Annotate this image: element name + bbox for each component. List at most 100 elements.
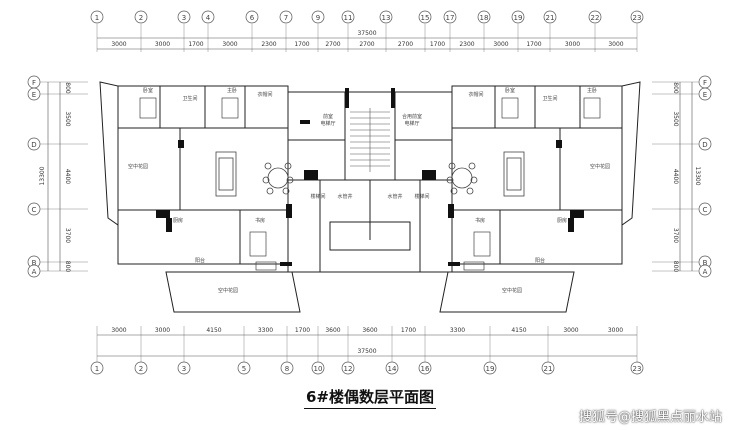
dimension-text: 1700 bbox=[294, 41, 309, 48]
room-label: 空中花园 bbox=[502, 287, 522, 294]
total-dimension-text: 37500 bbox=[357, 30, 376, 37]
top-dimension-line: 37500 3000 3000 1700 3000 2300 1700 2700 2700 270… bbox=[97, 30, 637, 50]
drawing-caption: 6#楼偶数层平面图 bbox=[0, 386, 740, 409]
dimension-text: 3700 bbox=[672, 228, 679, 243]
room-label: 空中花园 bbox=[128, 163, 148, 170]
room-labels: 卧室主卧卫生间衣帽间卧室主卧卫生间衣帽间空中花园空中花园厨房厨房书房书房阳台阳台… bbox=[128, 87, 610, 294]
axis-bubble bbox=[311, 10, 325, 24]
axis-label: D bbox=[31, 141, 36, 149]
dimension-text: 2700 bbox=[398, 41, 413, 48]
axis-label: 1 bbox=[95, 14, 99, 22]
dimension-text: 2700 bbox=[359, 41, 374, 48]
dimension-text: 2300 bbox=[459, 41, 474, 48]
room-label: 阳台 bbox=[195, 257, 205, 264]
dimension-text: 800 bbox=[64, 82, 71, 94]
axis-label: E bbox=[703, 91, 707, 99]
axis-label: 7 bbox=[284, 14, 288, 22]
room-label: 厨房 bbox=[173, 217, 183, 224]
dimension-text: 3000 bbox=[493, 41, 508, 48]
total-dimension-text: 37500 bbox=[357, 348, 376, 355]
axis-label: 23 bbox=[633, 365, 642, 373]
room-label: 合用前室 bbox=[402, 113, 422, 120]
axis-bubble bbox=[245, 10, 259, 24]
axis-label: D bbox=[702, 141, 707, 149]
axis-bubble bbox=[341, 10, 355, 24]
room-label: 空中花园 bbox=[590, 163, 610, 170]
room-label: 电梯厅 bbox=[320, 120, 335, 127]
axis-bubble bbox=[630, 10, 644, 24]
stair-treads bbox=[350, 108, 390, 172]
dimension-text: 1700 bbox=[401, 327, 416, 334]
axis-bubble bbox=[177, 10, 191, 24]
axis-label: 6 bbox=[250, 14, 255, 22]
total-dimension-text: 13300 bbox=[694, 166, 701, 185]
axis-label: 8 bbox=[285, 365, 289, 373]
axis-label: F bbox=[703, 79, 707, 87]
dimension-text: 3600 bbox=[325, 327, 340, 334]
room-label: 电梯厅 bbox=[404, 120, 419, 127]
dimension-text: 3700 bbox=[64, 228, 71, 243]
dimension-text: 1700 bbox=[295, 327, 310, 334]
axis-label: C bbox=[32, 206, 37, 214]
axis-label: 17 bbox=[446, 14, 455, 22]
axis-label: 12 bbox=[344, 365, 353, 373]
axis-label: 19 bbox=[486, 365, 495, 373]
dimension-text: 1700 bbox=[430, 41, 445, 48]
axis-label: B bbox=[703, 259, 708, 267]
dimension-text: 4150 bbox=[511, 327, 526, 334]
axis-label: A bbox=[32, 268, 37, 276]
axis-bubble bbox=[443, 10, 457, 24]
dimension-text: 3000 bbox=[565, 41, 580, 48]
dimension-text: 3000 bbox=[155, 327, 170, 334]
axis-bubble bbox=[543, 10, 557, 24]
axis-label: 4 bbox=[206, 14, 211, 22]
room-label: 厨房 bbox=[557, 217, 567, 224]
axis-label: C bbox=[703, 206, 708, 214]
total-dimension-text: 13300 bbox=[39, 166, 46, 185]
dimension-text: 1700 bbox=[526, 41, 541, 48]
dimension-text: 3500 bbox=[64, 111, 71, 126]
dimension-text: 3000 bbox=[222, 41, 237, 48]
room-label: 卫生间 bbox=[542, 95, 557, 102]
axis-label: B bbox=[32, 259, 37, 267]
dimension-text: 3000 bbox=[155, 41, 170, 48]
kitchen-counters bbox=[249, 231, 491, 271]
axis-bubble bbox=[418, 10, 432, 24]
axis-label: 16 bbox=[421, 365, 430, 373]
room-label: 书房 bbox=[255, 217, 265, 224]
room-label: 楼梯间 bbox=[414, 193, 429, 200]
dimension-text: 2700 bbox=[325, 41, 340, 48]
room-label: 水管井 bbox=[387, 193, 402, 200]
axis-label: 3 bbox=[182, 14, 186, 22]
dimension-text: 3000 bbox=[111, 41, 126, 48]
room-label: 书房 bbox=[475, 217, 485, 224]
building-walls bbox=[99, 81, 641, 313]
axis-label: 14 bbox=[388, 365, 397, 373]
axis-bubble bbox=[279, 10, 293, 24]
dimension-text: 3000 bbox=[608, 327, 623, 334]
sofa-left bbox=[215, 151, 237, 197]
axis-label: 10 bbox=[314, 365, 323, 373]
dining-table-right bbox=[446, 162, 478, 195]
room-label: 主卧 bbox=[587, 87, 597, 94]
axis-label: 2 bbox=[139, 14, 143, 22]
axis-label: E bbox=[32, 91, 36, 99]
axis-bubble bbox=[90, 10, 104, 24]
axis-label: 2 bbox=[139, 365, 143, 373]
room-label: 水管井 bbox=[337, 193, 352, 200]
dimension-text: 3000 bbox=[608, 41, 623, 48]
dimension-text: 1700 bbox=[188, 41, 203, 48]
axis-label: 23 bbox=[633, 14, 642, 22]
axis-label: 13 bbox=[382, 14, 391, 22]
dining-table-left bbox=[262, 162, 294, 195]
room-label: 衣帽间 bbox=[468, 91, 483, 98]
dimension-text: 4400 bbox=[672, 169, 679, 184]
dimension-text: 3300 bbox=[258, 327, 273, 334]
axis-label: 9 bbox=[316, 14, 320, 22]
